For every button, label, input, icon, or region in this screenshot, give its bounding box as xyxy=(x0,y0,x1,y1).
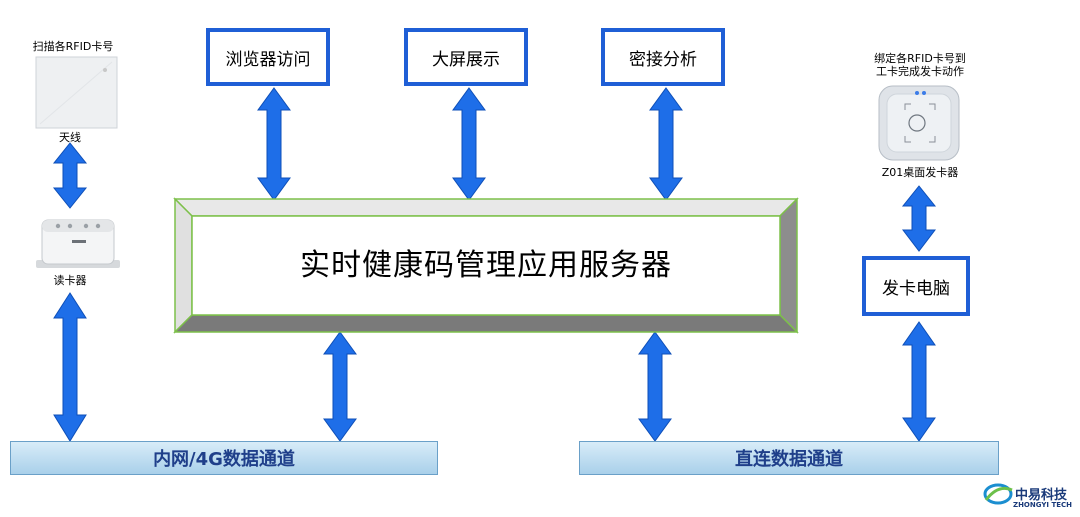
browser-access-label: 浏览器访问 xyxy=(225,49,311,70)
contact-analysis-box: 密接分析 xyxy=(601,28,725,86)
arrow-reader-channel xyxy=(53,292,87,442)
antenna-image xyxy=(35,56,118,129)
arrow-analysis-server xyxy=(649,87,683,201)
arrow-pc-channel xyxy=(902,321,936,442)
big-screen-box: 大屏展示 xyxy=(404,28,528,86)
logo-sub: ZHONGYI TECH xyxy=(1013,501,1072,509)
contact-analysis-label: 密接分析 xyxy=(629,49,697,70)
antenna-label: 天线 xyxy=(59,131,81,144)
left-channel-label: 内网/4G数据通道 xyxy=(153,449,295,470)
arrow-server-rightchannel xyxy=(638,331,672,442)
bind-label-line2: 工卡完成发卡动作 xyxy=(876,65,964,78)
server-title: 实时健康码管理应用服务器 xyxy=(300,248,672,283)
card-pc-label: 发卡电脑 xyxy=(882,278,950,299)
issuer-label: Z01桌面发卡器 xyxy=(881,166,959,179)
bind-label-line1: 绑定各RFID卡号到 xyxy=(874,52,966,65)
right-channel-label: 直连数据通道 xyxy=(735,449,843,470)
arrow-server-leftchannel xyxy=(323,331,357,442)
arrow-screen-server xyxy=(452,87,486,201)
logo-name: 中易科技 xyxy=(1015,488,1068,503)
browser-access-box: 浏览器访问 xyxy=(206,28,330,86)
right-data-channel: 直连数据通道 xyxy=(579,441,999,475)
logo-mark-icon xyxy=(983,483,1013,505)
arrow-antenna-reader xyxy=(52,142,88,209)
card-pc-box: 发卡电脑 xyxy=(862,256,970,316)
arrow-browser-server xyxy=(257,87,291,201)
scan-label: 扫描各RFID卡号 xyxy=(32,40,114,53)
reader-label: 读卡器 xyxy=(53,274,87,287)
arrow-issuer-pc xyxy=(901,185,937,252)
reader-image xyxy=(36,219,120,268)
issuer-image xyxy=(878,85,960,161)
server-box xyxy=(173,197,799,334)
big-screen-label: 大屏展示 xyxy=(432,49,500,70)
left-data-channel: 内网/4G数据通道 xyxy=(10,441,438,475)
